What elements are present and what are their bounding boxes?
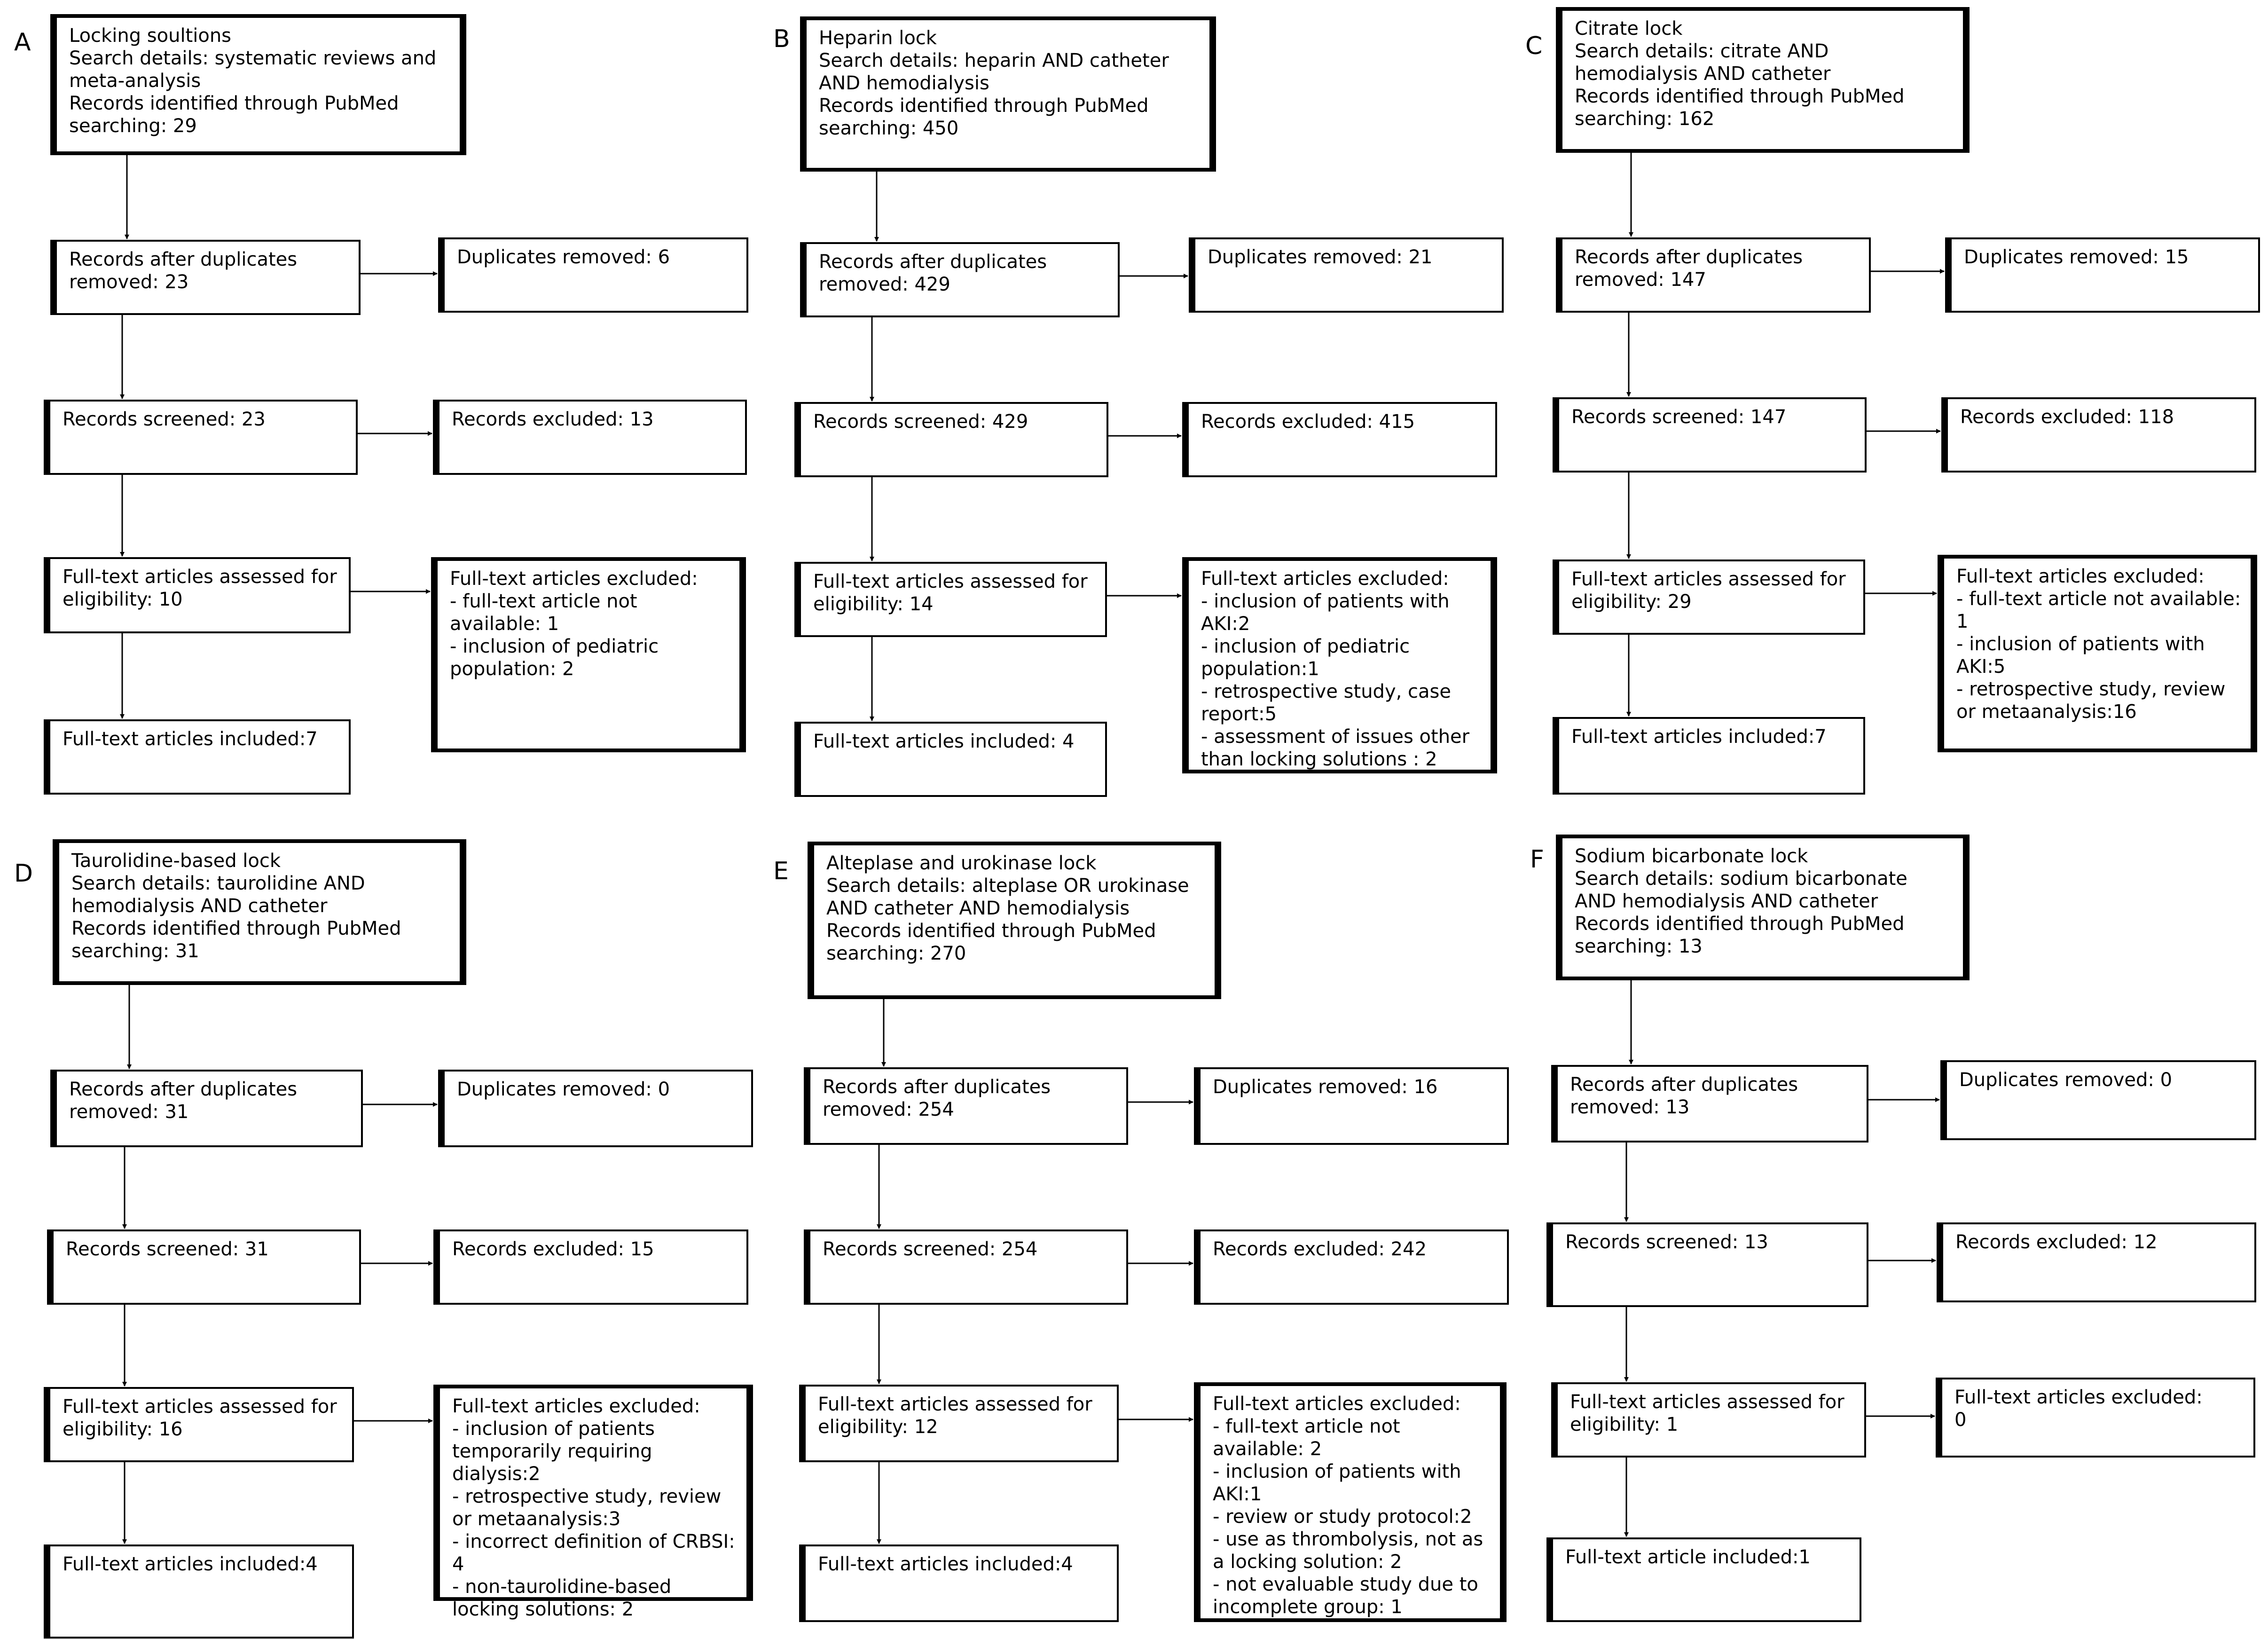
panel-c-eligibility-assessed-box: Full-text articles assessed for eligibil… bbox=[1553, 559, 1865, 635]
panel-a-records-excluded-box: Records excluded: 13 bbox=[433, 400, 747, 475]
panel-c-included-box: Full-text articles included:7 bbox=[1553, 717, 1865, 795]
panel-d-fulltext-excluded-box: Full-text articles excluded: - inclusion… bbox=[433, 1385, 753, 1620]
panel-d-duplicates-removed-box: Duplicates removed: 0 bbox=[438, 1070, 753, 1147]
panel-d-records-excluded-box: Records excluded: 15 bbox=[433, 1229, 748, 1305]
panel-d-identification-box: Taurolidine-based lock Search details: t… bbox=[53, 839, 466, 985]
panel-c-identification-box: Citrate lock Search details: citrate AND… bbox=[1556, 7, 1970, 153]
panel-e-duplicates-removed-box: Duplicates removed: 16 bbox=[1194, 1067, 1509, 1145]
panel-b-duplicates-removed-box: Duplicates removed: 21 bbox=[1189, 237, 1504, 313]
panel-c-label: C bbox=[1525, 32, 1543, 60]
panel-e-identification-box: Alteplase and urokinase lock Search deta… bbox=[808, 842, 1221, 999]
panel-f-duplicates-removed-box: Duplicates removed: 0 bbox=[1940, 1060, 2256, 1140]
panel-f-records-screened-box: Records screened: 13 bbox=[1546, 1222, 1868, 1307]
panel-f-records-excluded-box: Records excluded: 12 bbox=[1937, 1222, 2256, 1302]
panel-e-eligibility-assessed-box: Full-text articles assessed for eligibil… bbox=[799, 1385, 1119, 1462]
panel-a-eligibility-assessed-box: Full-text articles assessed for eligibil… bbox=[44, 557, 351, 633]
panel-c-records-screened-box: Records screened: 147 bbox=[1553, 397, 1867, 473]
panel-a-after-duplicates-box: Records after duplicates removed: 23 bbox=[50, 240, 361, 315]
panel-f-eligibility-assessed-box: Full-text articles assessed for eligibil… bbox=[1551, 1382, 1866, 1458]
panel-e-records-screened-box: Records screened: 254 bbox=[804, 1229, 1128, 1305]
panel-d-records-screened-box: Records screened: 31 bbox=[47, 1229, 361, 1305]
panel-a-included-box: Full-text articles included:7 bbox=[44, 719, 351, 795]
panel-c-records-excluded-box: Records excluded: 118 bbox=[1941, 397, 2256, 473]
panel-a-identification-box: Locking soultions Search details: system… bbox=[50, 14, 466, 155]
panel-b-label: B bbox=[773, 25, 790, 53]
panel-e-label: E bbox=[773, 857, 789, 885]
panel-b-after-duplicates-box: Records after duplicates removed: 429 bbox=[800, 242, 1120, 317]
panel-f-fulltext-excluded-box: Full-text articles excluded: 0 bbox=[1936, 1378, 2255, 1458]
panel-d-label: D bbox=[14, 859, 33, 888]
panel-b-fulltext-excluded-box: Full-text articles excluded: - inclusion… bbox=[1182, 557, 1497, 773]
panel-f-label: F bbox=[1530, 845, 1544, 874]
panel-a-duplicates-removed-box: Duplicates removed: 6 bbox=[438, 237, 748, 313]
panel-c-duplicates-removed-box: Duplicates removed: 15 bbox=[1945, 237, 2260, 313]
panel-d-included-box: Full-text articles included:4 bbox=[44, 1544, 354, 1639]
panel-a-fulltext-excluded-box: Full-text articles excluded: - full-text… bbox=[431, 557, 746, 752]
panel-d-eligibility-assessed-box: Full-text articles assessed for eligibil… bbox=[44, 1387, 354, 1462]
panel-b-records-screened-box: Records screened: 429 bbox=[794, 402, 1108, 477]
panel-e-records-excluded-box: Records excluded: 242 bbox=[1194, 1229, 1509, 1305]
panel-b-included-box: Full-text articles included: 4 bbox=[794, 722, 1107, 797]
panel-e-included-box: Full-text articles included:4 bbox=[799, 1544, 1119, 1622]
panel-c-after-duplicates-box: Records after duplicates removed: 147 bbox=[1556, 237, 1871, 313]
panel-d-after-duplicates-box: Records after duplicates removed: 31 bbox=[50, 1070, 363, 1147]
panel-f-identification-box: Sodium bicarbonate lock Search details: … bbox=[1556, 835, 1970, 980]
panel-e-after-duplicates-box: Records after duplicates removed: 254 bbox=[804, 1067, 1128, 1145]
panel-a-label: A bbox=[14, 28, 31, 56]
panel-b-records-excluded-box: Records excluded: 415 bbox=[1182, 402, 1497, 477]
panel-b-identification-box: Heparin lock Search details: heparin AND… bbox=[800, 16, 1216, 172]
panel-a-records-screened-box: Records screened: 23 bbox=[44, 400, 358, 475]
panel-e-fulltext-excluded-box: Full-text articles excluded: - full-text… bbox=[1194, 1382, 1507, 1622]
panel-b-eligibility-assessed-box: Full-text articles assessed for eligibil… bbox=[794, 562, 1107, 637]
panel-c-fulltext-excluded-box: Full-text articles excluded: - full-text… bbox=[1938, 555, 2257, 752]
panel-f-after-duplicates-box: Records after duplicates removed: 13 bbox=[1551, 1065, 1868, 1143]
panel-f-included-box: Full-text article included:1 bbox=[1546, 1537, 1861, 1622]
